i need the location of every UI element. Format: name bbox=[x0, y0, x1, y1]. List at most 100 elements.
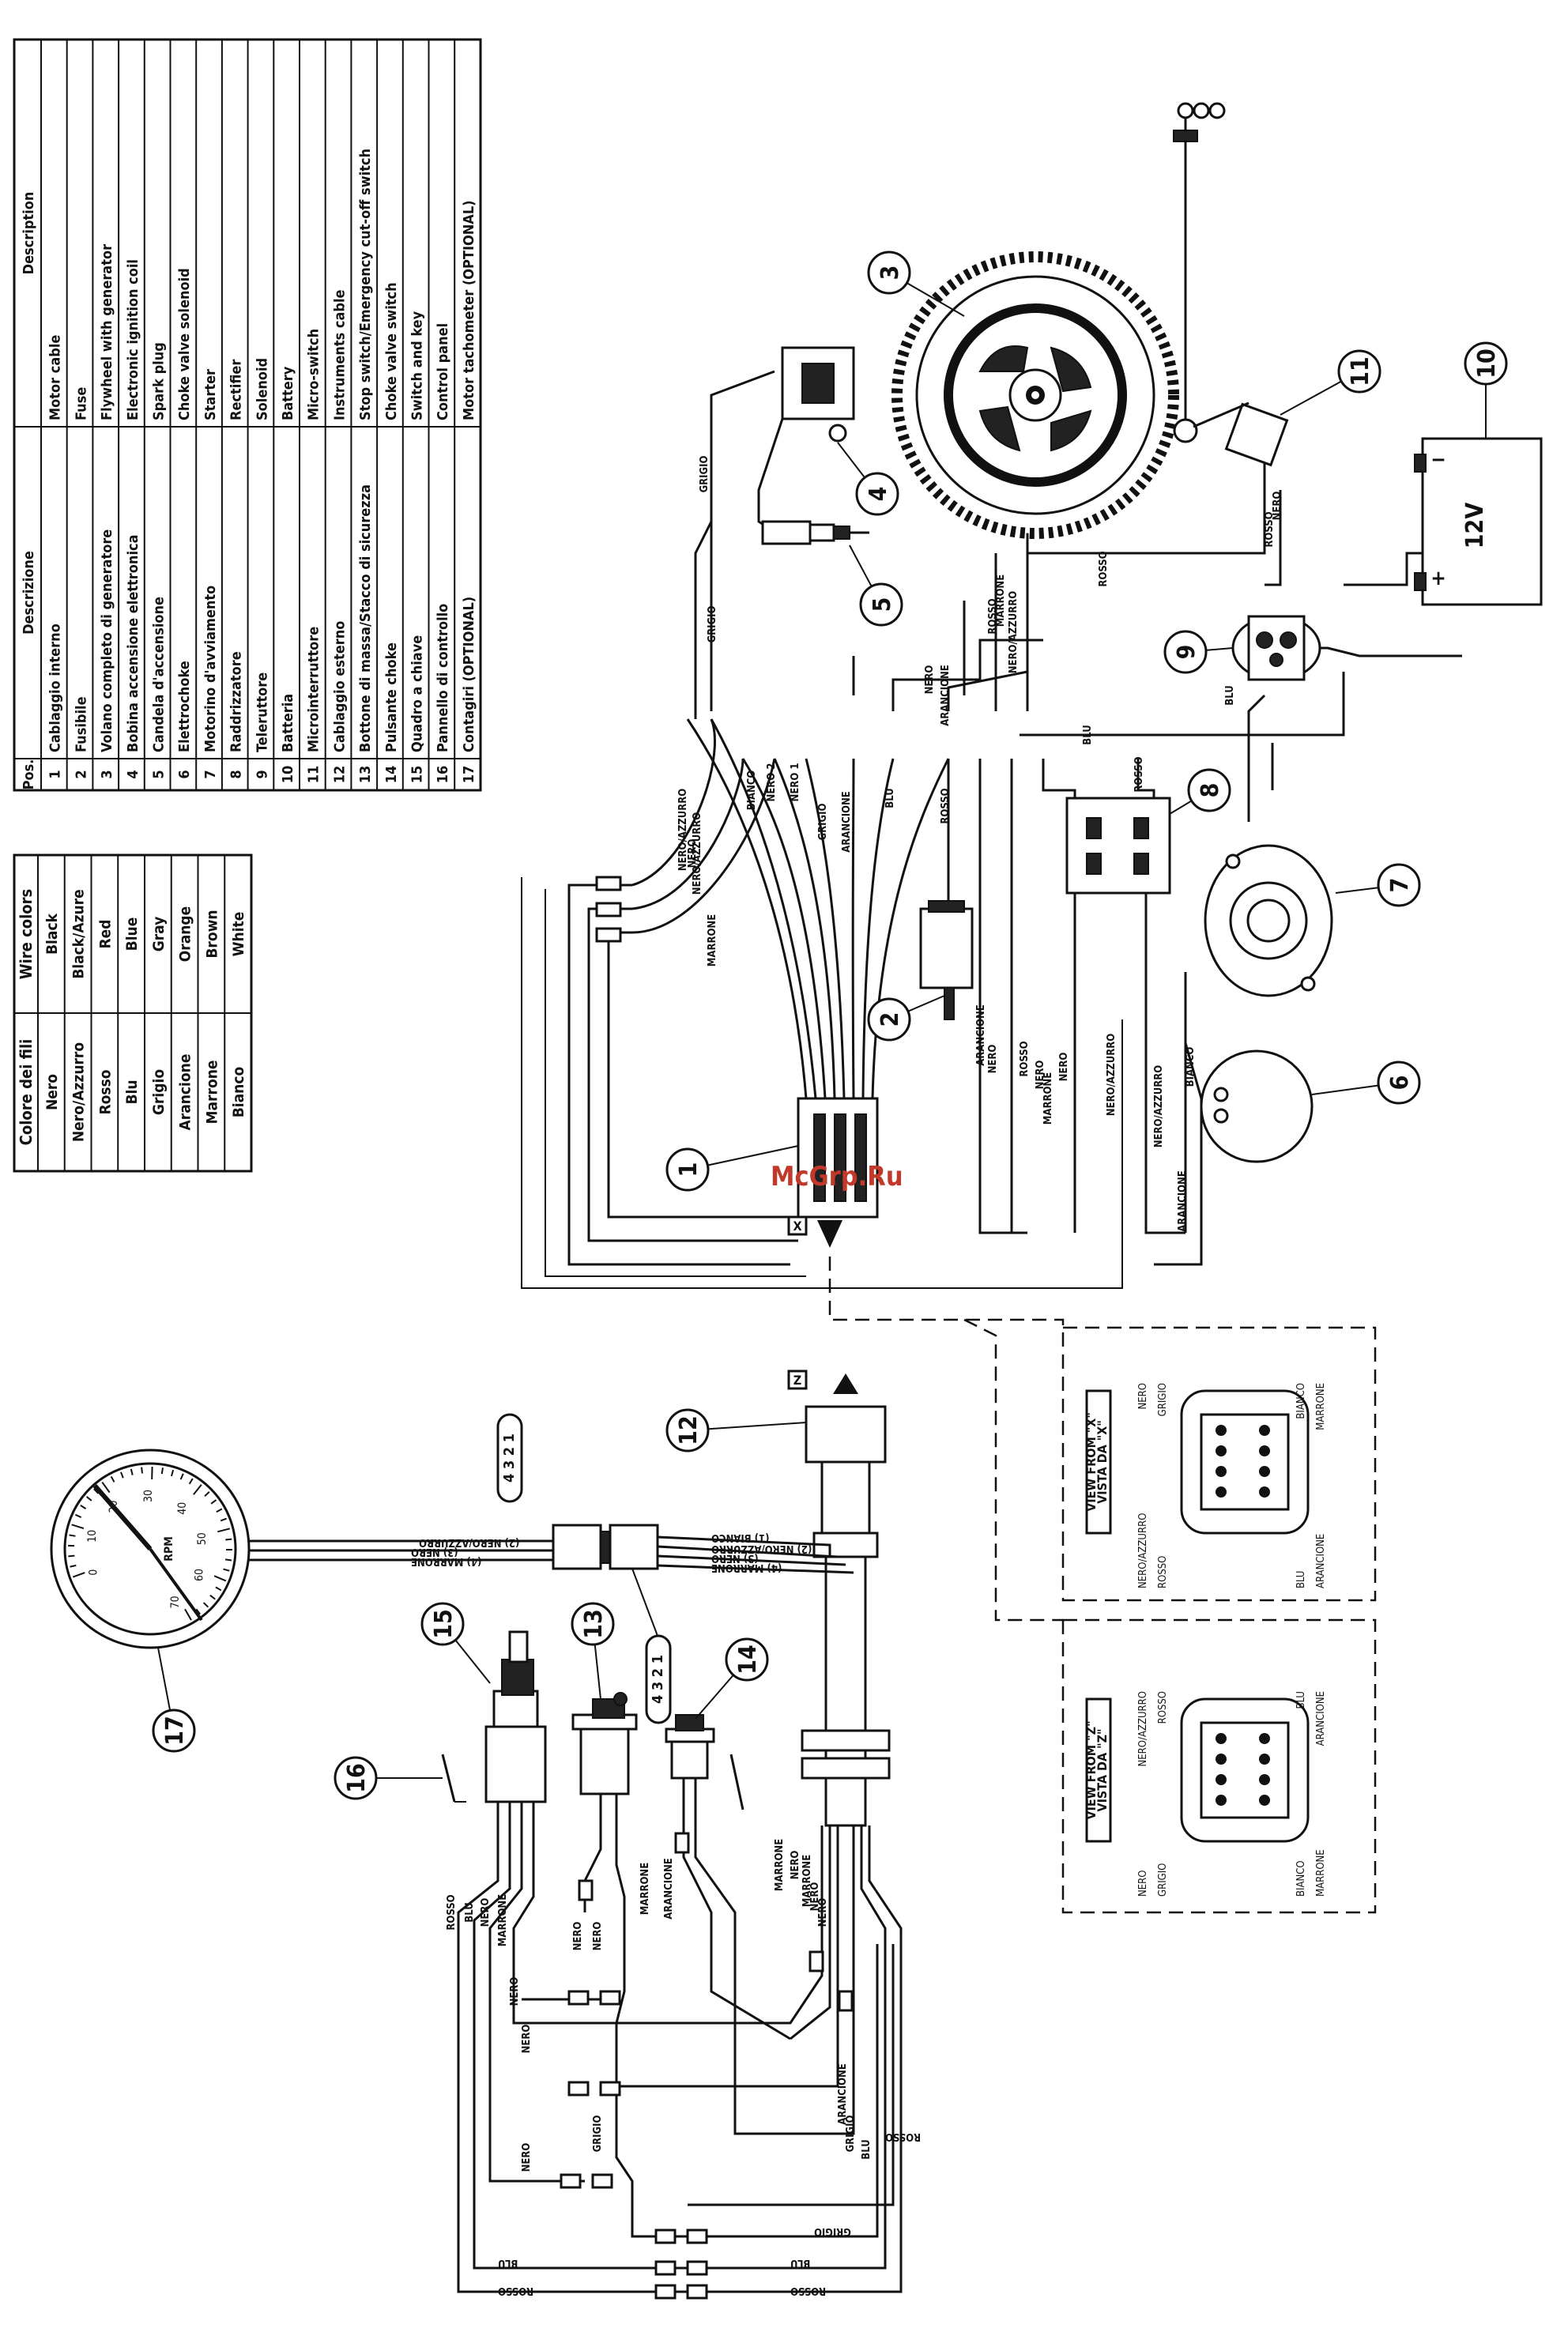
callout-15: 15 bbox=[422, 1603, 490, 1683]
tach-scale-number: 30 bbox=[142, 1490, 155, 1502]
view-link-x bbox=[830, 1257, 1063, 1328]
part-pos: 16 bbox=[435, 766, 451, 784]
part-pos: 14 bbox=[383, 766, 400, 784]
connector-z-label: Z bbox=[793, 1373, 801, 1388]
callout-5: 5 bbox=[850, 545, 902, 625]
wire-label: MARRONE bbox=[497, 1894, 509, 1946]
wire-label: NERO bbox=[987, 1045, 999, 1074]
callout-11: 11 bbox=[1280, 351, 1380, 415]
wire-label: (4) MARRONE bbox=[411, 1555, 481, 1567]
color-name-en: Brown bbox=[203, 910, 220, 958]
callout-number: 8 bbox=[1197, 783, 1224, 798]
wire-label: ARANCIONE bbox=[1177, 1170, 1189, 1232]
pin-order-badge-lower: 4 3 2 1 bbox=[632, 1569, 670, 1723]
part-desc-it: Microinterruttore bbox=[306, 627, 322, 752]
micro-switch bbox=[1174, 104, 1287, 465]
part-desc-en: Spark plug bbox=[151, 342, 168, 420]
wire-label: ARANCIONE bbox=[940, 665, 952, 726]
connector-pin bbox=[1216, 1425, 1227, 1436]
part-desc-en: Flywheel with generator bbox=[99, 244, 115, 420]
wire-label: NERO bbox=[817, 1898, 829, 1927]
wire-label: BLU bbox=[861, 2139, 873, 2159]
wire-label: MARRONE bbox=[1042, 1072, 1054, 1125]
pin-label-x: BLU bbox=[1295, 1571, 1307, 1588]
part-pos: 17 bbox=[461, 766, 477, 784]
part-desc-en: Instruments cable bbox=[331, 289, 348, 420]
parts-header-it: Descrizione bbox=[21, 551, 37, 635]
solenoid bbox=[1233, 616, 1320, 680]
color-name-it: Blu bbox=[123, 1079, 141, 1104]
callout-8: 8 bbox=[1170, 770, 1230, 814]
wire-label: BLU bbox=[1224, 685, 1236, 705]
connector-pin bbox=[1259, 1466, 1270, 1477]
wire-label: MARRONE bbox=[707, 914, 718, 966]
color-name-en: Red bbox=[96, 920, 114, 949]
callout-number: 5 bbox=[869, 597, 896, 612]
wire-label: NERO/AZZURRO bbox=[692, 812, 703, 895]
parts-header-pos: Pos. bbox=[21, 759, 37, 790]
connector-pin bbox=[1216, 1754, 1227, 1765]
part-desc-it: Elettrochoke bbox=[176, 661, 193, 752]
wire-label: GRIGIO bbox=[707, 606, 718, 643]
connector-x-label: X bbox=[793, 1219, 801, 1234]
wire-label: GRIGIO bbox=[699, 456, 710, 493]
part-pos: 9 bbox=[254, 770, 270, 778]
color-name-it: Bianco bbox=[230, 1067, 247, 1118]
wire-label: MARRONE bbox=[639, 1863, 651, 1915]
part-desc-en: Starter bbox=[202, 369, 219, 420]
color-name-en: Gray bbox=[150, 917, 168, 952]
part-desc-en: Switch and key bbox=[409, 311, 426, 420]
callout-number: 4 bbox=[865, 487, 892, 502]
color-name-en: White bbox=[230, 912, 247, 957]
wire-label: BLU bbox=[1082, 725, 1094, 744]
wire-label: NERO bbox=[1058, 1053, 1070, 1082]
callout-12: 12 bbox=[667, 1410, 806, 1451]
connector-pin bbox=[1259, 1774, 1270, 1785]
callout-2: 2 bbox=[869, 996, 944, 1040]
part-pos: 10 bbox=[280, 766, 296, 784]
tach-scale-number: 10 bbox=[86, 1530, 99, 1543]
tach-scale-number: 50 bbox=[196, 1532, 209, 1545]
wire-label: MARRONE bbox=[995, 575, 1007, 627]
part-desc-en: Electronic ignition coil bbox=[125, 259, 141, 420]
part-desc-it: Teleruttore bbox=[254, 673, 270, 752]
wire-label: ARANCIONE bbox=[663, 1858, 675, 1920]
ignition-coil bbox=[759, 348, 854, 537]
color-name-en: Black bbox=[43, 913, 61, 955]
wire-label: NERO 2 bbox=[766, 763, 778, 802]
stop-switch bbox=[573, 1693, 636, 1794]
wire-label: GRIGIO bbox=[845, 2116, 857, 2153]
callout-number: 7 bbox=[1386, 878, 1414, 893]
pin-label-x: GRIGIO bbox=[1157, 1383, 1169, 1416]
color-name-it: Nero/Azzurro bbox=[70, 1042, 88, 1142]
wire-label: (4) MARRONE bbox=[711, 1562, 782, 1573]
wire-label: NERO bbox=[924, 665, 936, 695]
part-desc-it: Volano completo di generatore bbox=[99, 529, 115, 752]
part-pos: 3 bbox=[99, 770, 115, 778]
pin-order-badge-upper: 4 3 2 1 bbox=[498, 1415, 522, 1501]
part-desc-en: Control panel bbox=[435, 323, 451, 420]
connector-pin bbox=[1259, 1754, 1270, 1765]
tach-scale-number: 60 bbox=[193, 1569, 205, 1581]
tach-tick bbox=[225, 1539, 232, 1540]
tach-tick bbox=[162, 1467, 163, 1474]
part-desc-en: Motor cable bbox=[47, 335, 64, 420]
wire-label: BLU bbox=[884, 788, 896, 808]
pin-label-z: NERO bbox=[1137, 1871, 1149, 1897]
pin-label-x: ROSSO bbox=[1157, 1556, 1169, 1588]
callout-14: 14 bbox=[695, 1639, 767, 1719]
wire-label: NERO bbox=[521, 2025, 533, 2054]
connector-pin bbox=[1216, 1486, 1227, 1498]
wire-label: NERO bbox=[790, 1851, 801, 1880]
wire-color-table: NeroBlackNero/AzzurroBlack/AzureRossoRed… bbox=[14, 855, 251, 1171]
tach-tick bbox=[141, 1467, 142, 1474]
wire-label: BIANCO bbox=[746, 770, 758, 811]
wire-label: BLU bbox=[498, 2257, 518, 2269]
callout-number: 9 bbox=[1173, 645, 1200, 660]
part-pos: 1 bbox=[47, 770, 64, 778]
part-pos: 15 bbox=[409, 766, 426, 784]
part-desc-it: Candela d'accensione bbox=[151, 597, 168, 752]
callout-number: 3 bbox=[876, 266, 904, 281]
tach-scale-number: 70 bbox=[169, 1596, 182, 1608]
